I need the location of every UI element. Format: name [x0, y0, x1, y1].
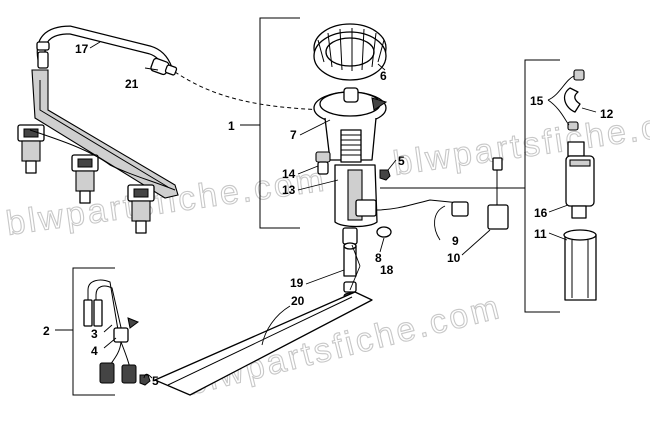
leader-lines: [89, 41, 597, 379]
wiring-harness: [83, 279, 151, 386]
callout-12: 11: [534, 227, 547, 241]
bracket-pump: [524, 59, 560, 313]
callout-20: 20: [291, 294, 305, 308]
fuel-filter-sock: [154, 291, 373, 396]
fuel-hose: [36, 25, 178, 76]
watermark-text: blwpartsfiche.com: [4, 160, 329, 243]
callout-16: 16: [534, 206, 548, 220]
fuel-pump: [563, 69, 597, 301]
callout-14: 13: [282, 183, 296, 197]
callout-4: 4: [91, 344, 98, 358]
callout-8: 8: [375, 251, 382, 265]
callout-11: 14: [282, 167, 296, 181]
callout-5-upper: 5: [398, 154, 405, 168]
callout-6: 6: [380, 69, 387, 83]
callout-3: 3: [91, 327, 98, 341]
callout-13: 12: [600, 107, 614, 121]
fuel-level-sender: [375, 157, 509, 230]
callout-21: 21: [125, 77, 139, 91]
grommet-8: [376, 226, 392, 238]
callout-5-lower: 5: [152, 374, 159, 388]
lock-ring: [313, 23, 387, 81]
fuel-rail-injectors: [17, 69, 179, 234]
callout-18: 18: [380, 263, 394, 277]
callout-9: 9: [452, 234, 459, 248]
pump-reservoir: [334, 164, 378, 245]
callout-19: 19: [290, 276, 304, 290]
nut-5: [379, 169, 391, 181]
pump-module-flange: [313, 87, 388, 163]
pickup-tube: [343, 242, 357, 300]
callout-15: 15: [530, 94, 544, 108]
callout-2: 2: [43, 324, 50, 338]
callout-17: 17: [75, 42, 89, 56]
hose-routing-dash: [174, 71, 331, 111]
callout-1: 1: [228, 119, 235, 133]
callout-7: 7: [290, 128, 297, 142]
bracket-1: [259, 17, 300, 229]
fitting-11: [315, 151, 331, 175]
bracket-2: [72, 267, 115, 396]
callout-10: 10: [447, 251, 461, 265]
